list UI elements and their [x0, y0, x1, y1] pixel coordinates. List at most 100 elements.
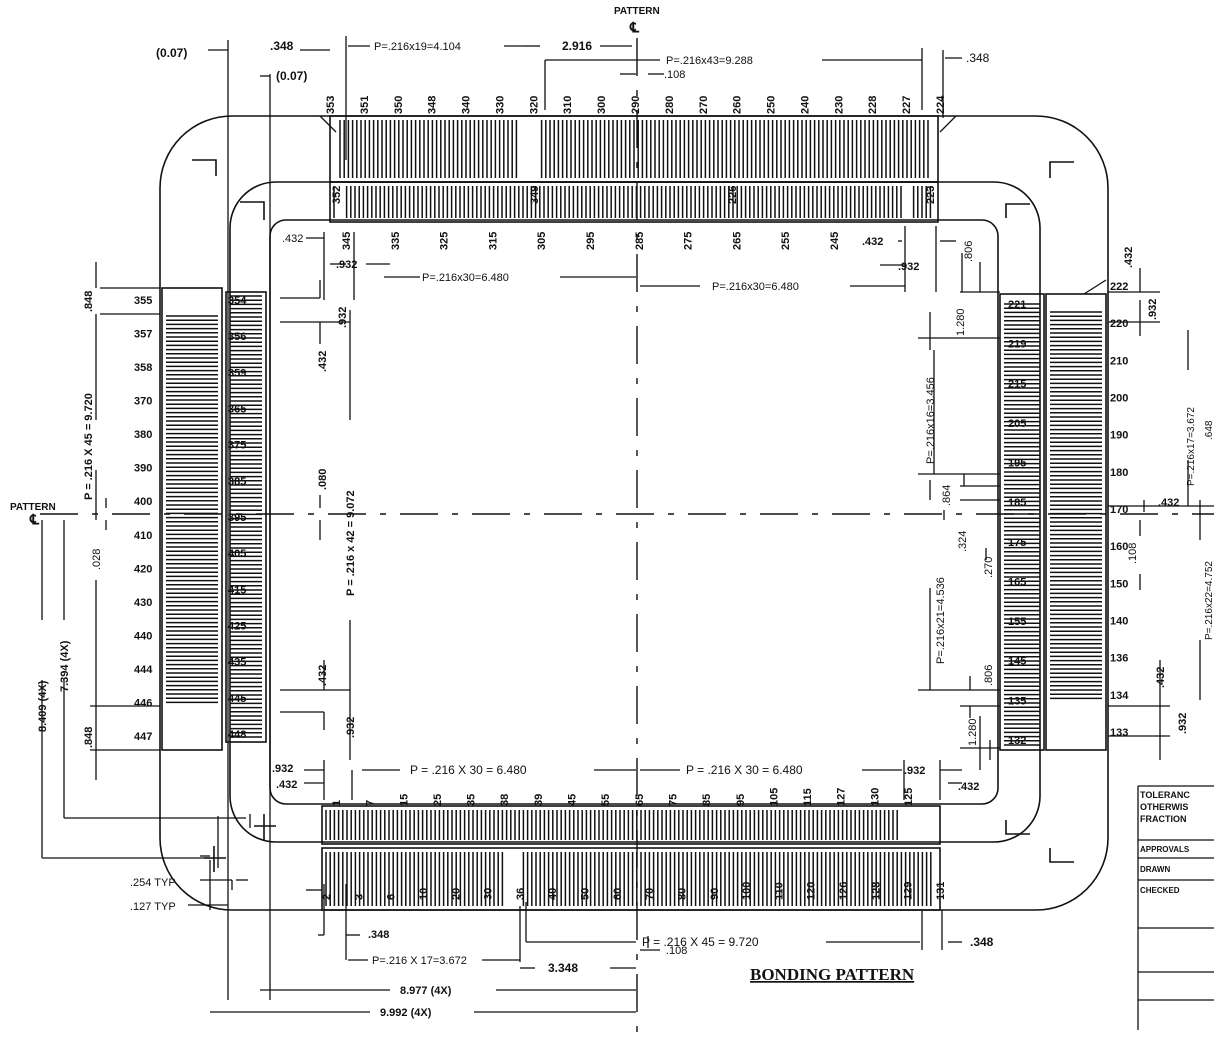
corner-cross-bl [204, 814, 276, 872]
pin-number: 430 [134, 597, 152, 609]
pin-number: 6 [386, 894, 398, 900]
dim-top-2: P=.216x19=4.104 [374, 41, 461, 53]
pin-number: 285 [634, 232, 646, 250]
left-outer-pin-numbers: 3553573583703803904004104204304404444464… [134, 295, 153, 743]
pin-number: 135 [1008, 695, 1026, 707]
dim-right-inner-7: 1.280 [967, 718, 979, 746]
centerline-symbol-top: ℄ [629, 19, 640, 35]
dim-die-top-5: .932 [898, 261, 919, 273]
pin-number: 170 [1110, 504, 1128, 516]
dim-bottom-12: P = .216 X 45 = 9.720 [642, 935, 759, 949]
pin-number: 448 [228, 729, 246, 741]
dim-left-1: P = .216 X 45 = 9.720 [83, 393, 95, 500]
top-dimension-lines [208, 36, 962, 1000]
dim-bottom-8: .348 [368, 929, 389, 941]
pin-number: 219 [1008, 339, 1026, 351]
dim-top-3: 2.916 [562, 39, 592, 53]
dim-right-4: .432 [1158, 497, 1179, 509]
pin-number: 345 [341, 232, 353, 250]
pin-number: 180 [1110, 467, 1128, 479]
pin-number: 352 [331, 186, 343, 204]
pin-number: 95 [735, 794, 747, 806]
pin-number: 425 [228, 621, 246, 633]
pin-number: 370 [134, 396, 152, 408]
pin-number: 410 [134, 530, 152, 542]
dim-bottom-1: .432 [276, 779, 297, 791]
dim-left-0: .848 [83, 291, 95, 312]
pin-number: 90 [709, 888, 721, 900]
pin-number: 85 [701, 794, 713, 806]
bottom-outer-pad-row [321, 847, 941, 911]
pin-number: 435 [228, 657, 246, 669]
dim-left-3: 8.409 (4X) [37, 680, 49, 732]
dim-left-inner-1: .432 [317, 351, 329, 372]
dim-bottom-11: .108 [666, 945, 687, 957]
drawing-title: BONDING PATTERN [750, 965, 915, 984]
dim-left-5: .848 [83, 727, 95, 748]
pin-number: 226 [727, 186, 739, 204]
dim-right-8: .932 [1177, 713, 1189, 734]
pin-number: 275 [683, 232, 695, 250]
dim-top-0: (0.07) [156, 46, 187, 60]
pin-number: 227 [901, 96, 913, 114]
pin-number: 35 [466, 794, 478, 806]
pad-chamfers [319, 115, 1107, 295]
dim-right-6: P=.216x22=4.752 [1204, 561, 1214, 640]
dim-bottom-13: .348 [970, 935, 994, 949]
pin-number: 365 [228, 404, 246, 416]
pin-number: 140 [1110, 616, 1128, 628]
pin-number: 105 [768, 788, 780, 806]
dim-top-5: .348 [966, 51, 990, 65]
dim-bottom-0: .932 [272, 763, 293, 775]
pin-number: 356 [228, 331, 246, 343]
pin-number: 2 [321, 894, 333, 900]
pin-number: 55 [600, 794, 612, 806]
pin-number: 305 [536, 232, 548, 250]
die-cavity [269, 219, 999, 805]
pin-number: 223 [925, 186, 937, 204]
pin-number: 134 [1110, 690, 1129, 702]
dim-right-inner-1: P=.216x16=3.456 [925, 377, 937, 464]
pin-number: 20 [450, 888, 462, 900]
dim-left-inner-0: .932 [337, 307, 349, 328]
pin-number: 1 [331, 800, 343, 806]
pin-number: 115 [802, 788, 814, 806]
dim-right-5: .108 [1127, 543, 1139, 564]
title-block-fraction: FRACTION [1140, 814, 1187, 824]
pin-number: 132 [1008, 735, 1026, 747]
pin-number: 30 [483, 888, 495, 900]
dim-bottom-9: P=.216 X 17=3.672 [372, 955, 467, 967]
pin-number: 330 [494, 96, 506, 114]
pin-number: 228 [867, 96, 879, 114]
pin-number: 280 [664, 96, 676, 114]
pin-number: 133 [1110, 727, 1128, 739]
dim-bottom-4: .932 [904, 765, 925, 777]
left-inner-pad-column [225, 291, 267, 743]
pattern-label-top: PATTERN [614, 6, 660, 17]
pin-number: 445 [228, 693, 246, 705]
pin-number: 125 [903, 788, 915, 806]
pin-number: 320 [528, 96, 540, 114]
dim-right-inner-2: .864 [941, 485, 953, 506]
dim-left-inner-4: .432 [317, 665, 329, 686]
pin-number: 290 [630, 96, 642, 114]
pin-number: 385 [228, 476, 246, 488]
pin-number: 390 [134, 463, 152, 475]
pin-number: 440 [134, 630, 152, 642]
pin-number: 130 [869, 788, 881, 806]
pin-number: 120 [806, 882, 818, 900]
pin-number: 335 [390, 232, 402, 250]
pin-number: 260 [732, 96, 744, 114]
pin-number: 446 [134, 697, 152, 709]
dim-top-1: .348 [270, 39, 294, 53]
pin-number: 295 [585, 232, 597, 250]
pin-number: 447 [134, 731, 152, 743]
pin-number: 150 [1110, 578, 1128, 590]
pin-number: 220 [1110, 318, 1128, 330]
dim-die-top-2: P=.216x30=6.480 [422, 272, 509, 284]
